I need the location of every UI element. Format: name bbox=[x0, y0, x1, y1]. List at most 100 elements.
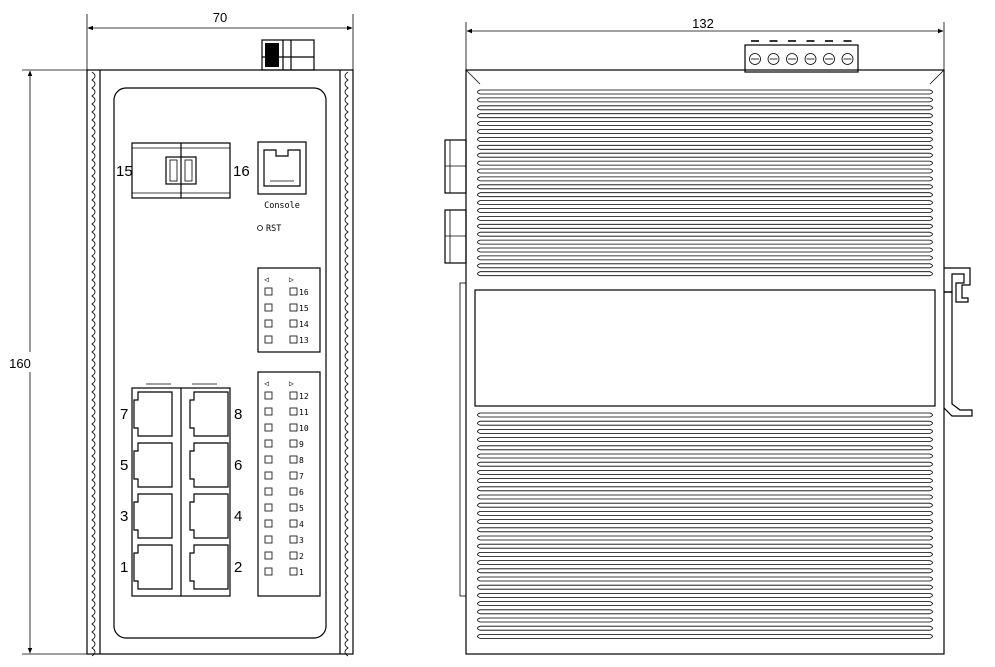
cooling-fin bbox=[477, 168, 933, 174]
bottom-led-right-5 bbox=[289, 503, 298, 512]
reset-button: RST bbox=[257, 224, 281, 234]
led-top-arrow-right: ▷ bbox=[289, 275, 294, 284]
rj45-port-label: 8 bbox=[234, 406, 242, 423]
bottom-led-left-3 bbox=[264, 535, 273, 544]
top-led-right-15 bbox=[289, 303, 298, 312]
cooling-fin bbox=[477, 461, 933, 467]
rj45-port bbox=[189, 442, 229, 488]
cooling-fin bbox=[477, 543, 933, 549]
bottom-led-left-2 bbox=[264, 551, 273, 560]
side-label-panel bbox=[474, 289, 936, 407]
rj45-port bbox=[133, 442, 173, 488]
led-bottom-arrow-left: ◁ bbox=[264, 379, 269, 388]
cooling-fin bbox=[477, 527, 933, 533]
cooling-fin bbox=[477, 231, 933, 237]
rj45-port bbox=[189, 544, 229, 590]
cooling-fin bbox=[477, 255, 933, 261]
terminal-block bbox=[744, 40, 859, 73]
cooling-fin bbox=[477, 511, 933, 516]
bottom-led-right-8 bbox=[289, 455, 298, 464]
bottom-led-port-label: 8 bbox=[299, 456, 304, 465]
bottom-led-port-label: 9 bbox=[299, 440, 304, 449]
front-view: 70 160 bbox=[8, 10, 354, 657]
led-top-arrow-left: ◁ bbox=[264, 275, 269, 284]
cooling-fin bbox=[477, 494, 933, 500]
console-label: Console bbox=[264, 201, 300, 211]
cooling-fin bbox=[477, 184, 933, 190]
cooling-fin bbox=[477, 239, 933, 245]
reset-label: RST bbox=[266, 224, 281, 234]
cooling-fin bbox=[477, 478, 933, 483]
cooling-fin bbox=[477, 89, 933, 95]
cooling-fin bbox=[477, 105, 933, 111]
bottom-led-left-7 bbox=[264, 471, 273, 480]
cooling-fin bbox=[477, 576, 933, 582]
terminal-screw bbox=[749, 53, 761, 65]
led-bottom-arrow-right: ▷ bbox=[289, 379, 294, 388]
cooling-fin bbox=[477, 552, 933, 557]
bottom-led-right-10 bbox=[289, 423, 298, 432]
bottom-led-left-11 bbox=[264, 407, 273, 416]
cooling-fin bbox=[477, 625, 933, 631]
bottom-led-port-label: 5 bbox=[299, 504, 304, 513]
front-width-label: 70 bbox=[213, 10, 227, 25]
bottom-led-right-4 bbox=[289, 519, 298, 528]
cooling-fin bbox=[477, 223, 933, 229]
bottom-led-left-1 bbox=[264, 567, 273, 576]
cooling-fin bbox=[477, 634, 933, 639]
side-view: 132 bbox=[444, 16, 973, 655]
bottom-led-port-label: 10 bbox=[299, 424, 309, 433]
bottom-led-port-label: 6 bbox=[299, 488, 304, 497]
top-led-right-14 bbox=[289, 319, 298, 328]
rj45-port-label: 7 bbox=[120, 406, 128, 423]
cooling-fin bbox=[477, 609, 933, 615]
bottom-led-left-4 bbox=[264, 519, 273, 528]
rj45-port bbox=[189, 493, 229, 539]
bottom-led-left-5 bbox=[264, 503, 273, 512]
cooling-fin bbox=[477, 429, 933, 434]
top-led-port-label: 13 bbox=[299, 336, 309, 345]
bottom-led-port-label: 4 bbox=[299, 520, 304, 529]
cooling-fin bbox=[477, 617, 933, 623]
cooling-fin bbox=[477, 445, 933, 451]
cooling-fin bbox=[477, 535, 933, 541]
bottom-led-left-8 bbox=[264, 455, 273, 464]
bottom-led-port-label: 2 bbox=[299, 552, 304, 561]
bottom-led-right-7 bbox=[289, 471, 298, 480]
bottom-led-right-11 bbox=[289, 407, 298, 416]
cooling-fin bbox=[477, 137, 933, 142]
cooling-fin bbox=[477, 437, 933, 442]
rj45-port bbox=[133, 493, 173, 539]
top-led-port-label: 16 bbox=[299, 288, 309, 297]
top-led-right-13 bbox=[289, 335, 298, 344]
top-led-left-15 bbox=[264, 303, 273, 312]
cooling-fin bbox=[477, 208, 933, 213]
bottom-led-port-label: 3 bbox=[299, 536, 304, 545]
power-connector-top bbox=[261, 39, 315, 71]
rj45-port-label: 4 bbox=[234, 508, 242, 525]
bottom-led-port-label: 1 bbox=[299, 568, 304, 577]
cooling-fin bbox=[477, 113, 933, 119]
side-body bbox=[465, 69, 945, 655]
sfp-port-15-label: 15 bbox=[116, 163, 133, 180]
cooling-fin bbox=[477, 247, 933, 253]
rj45-port bbox=[133, 391, 173, 437]
cooling-fin bbox=[477, 216, 933, 221]
top-led-left-14 bbox=[264, 319, 273, 328]
rj45-port-label: 3 bbox=[120, 508, 128, 525]
cooling-fin bbox=[477, 129, 933, 134]
cooling-fin bbox=[477, 144, 933, 150]
cooling-fin bbox=[477, 121, 933, 126]
bottom-led-right-9 bbox=[289, 439, 298, 448]
bottom-led-left-6 bbox=[264, 487, 273, 496]
cooling-fin bbox=[477, 593, 933, 598]
sfp-ports: 15 16 bbox=[116, 142, 250, 199]
din-rail-clip bbox=[943, 267, 973, 417]
terminal-screw bbox=[804, 53, 817, 65]
bottom-led-left-10 bbox=[264, 423, 273, 432]
top-led-port-label: 15 bbox=[299, 304, 309, 313]
rj45-port bbox=[133, 544, 173, 590]
